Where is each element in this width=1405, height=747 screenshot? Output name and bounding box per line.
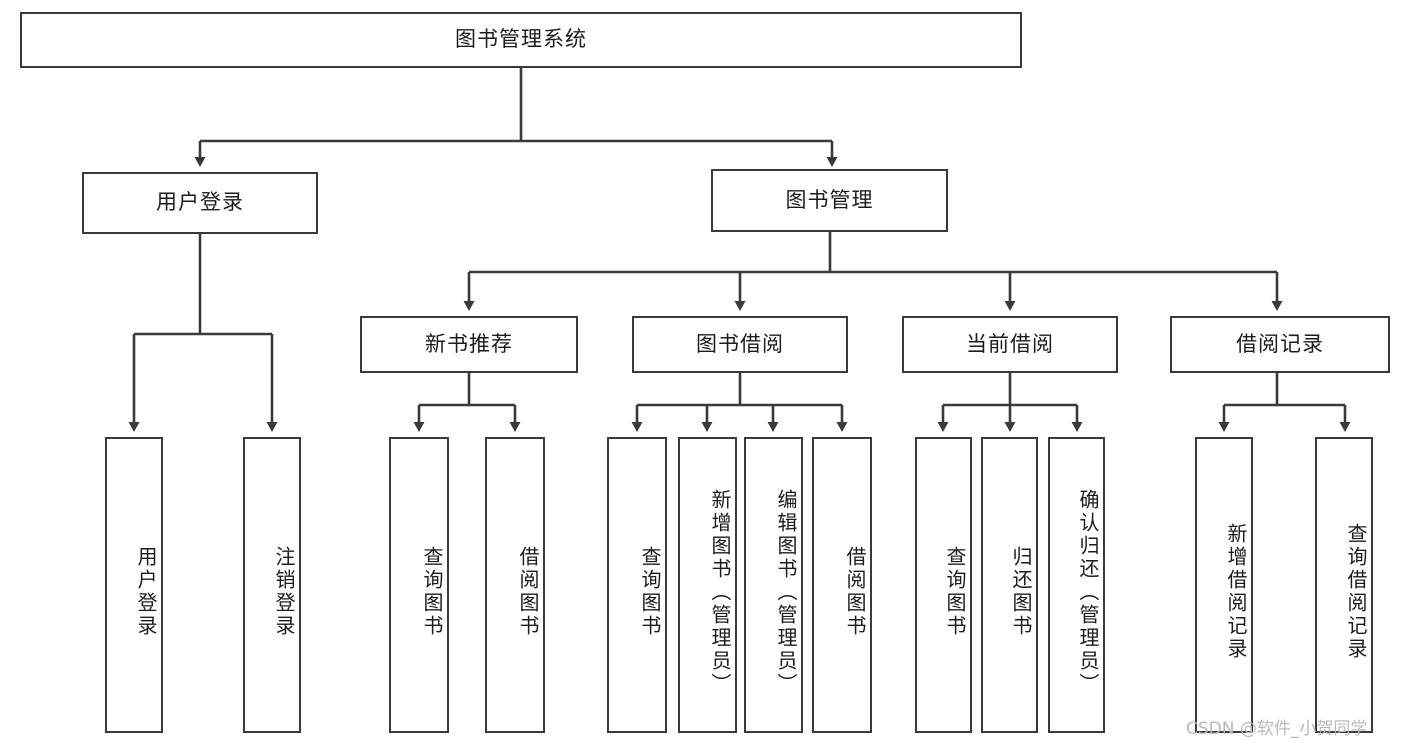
node-user-login[interactable]: 用户登录 [82, 172, 318, 234]
node-label: 归还图书 [1009, 546, 1033, 638]
node-label: 新增图书（管理员） [708, 488, 732, 696]
node-label: 图书管理系统 [455, 27, 587, 52]
leaf-recommend-borrow-book[interactable]: 借阅图书 [485, 437, 545, 733]
node-book-borrow[interactable]: 图书借阅 [632, 316, 848, 373]
node-label: 借阅图书 [843, 546, 867, 638]
leaf-current-query-book[interactable]: 查询图书 [915, 437, 972, 733]
leaf-borrow-edit-book-admin[interactable]: 编辑图书（管理员） [744, 437, 803, 733]
leaf-recommend-query-book[interactable]: 查询图书 [389, 437, 449, 733]
node-root-system[interactable]: 图书管理系统 [20, 12, 1022, 68]
leaf-current-confirm-return-admin[interactable]: 确认归还（管理员） [1048, 437, 1105, 733]
node-label: 借阅图书 [516, 546, 540, 638]
node-borrow-record[interactable]: 借阅记录 [1170, 316, 1390, 373]
leaf-record-query-record[interactable]: 查询借阅记录 [1315, 437, 1373, 733]
node-label: 新书推荐 [425, 331, 513, 356]
leaf-borrow-borrow-book[interactable]: 借阅图书 [812, 437, 872, 733]
node-label: 用户登录 [134, 546, 158, 638]
node-label: 查询借阅记录 [1344, 523, 1368, 661]
leaf-user-login[interactable]: 用户登录 [105, 437, 163, 733]
node-label: 确认归还（管理员） [1076, 488, 1100, 696]
node-label: 查询图书 [420, 546, 444, 638]
node-label: 新增借阅记录 [1224, 523, 1248, 661]
leaf-current-return-book[interactable]: 归还图书 [981, 437, 1038, 733]
node-current-borrow[interactable]: 当前借阅 [902, 316, 1118, 373]
node-label: 查询图书 [638, 546, 662, 638]
node-label: 查询图书 [943, 546, 967, 638]
leaf-user-logout[interactable]: 注销登录 [243, 437, 301, 733]
node-label: 注销登录 [272, 546, 296, 638]
node-book-management[interactable]: 图书管理 [711, 169, 948, 232]
node-label: 借阅记录 [1236, 331, 1324, 356]
leaf-borrow-add-book-admin[interactable]: 新增图书（管理员） [678, 437, 737, 733]
node-label: 用户登录 [156, 190, 244, 215]
node-label: 当前借阅 [966, 331, 1054, 356]
leaf-borrow-query-book[interactable]: 查询图书 [607, 437, 667, 733]
node-label: 图书管理 [785, 187, 874, 212]
node-label: 编辑图书（管理员） [774, 488, 798, 696]
leaf-record-add-record[interactable]: 新增借阅记录 [1195, 437, 1253, 733]
watermark: CSDN @软件_小贺同学 [1186, 719, 1368, 739]
node-new-book-recommend[interactable]: 新书推荐 [360, 316, 578, 373]
node-label: 图书借阅 [696, 331, 784, 356]
